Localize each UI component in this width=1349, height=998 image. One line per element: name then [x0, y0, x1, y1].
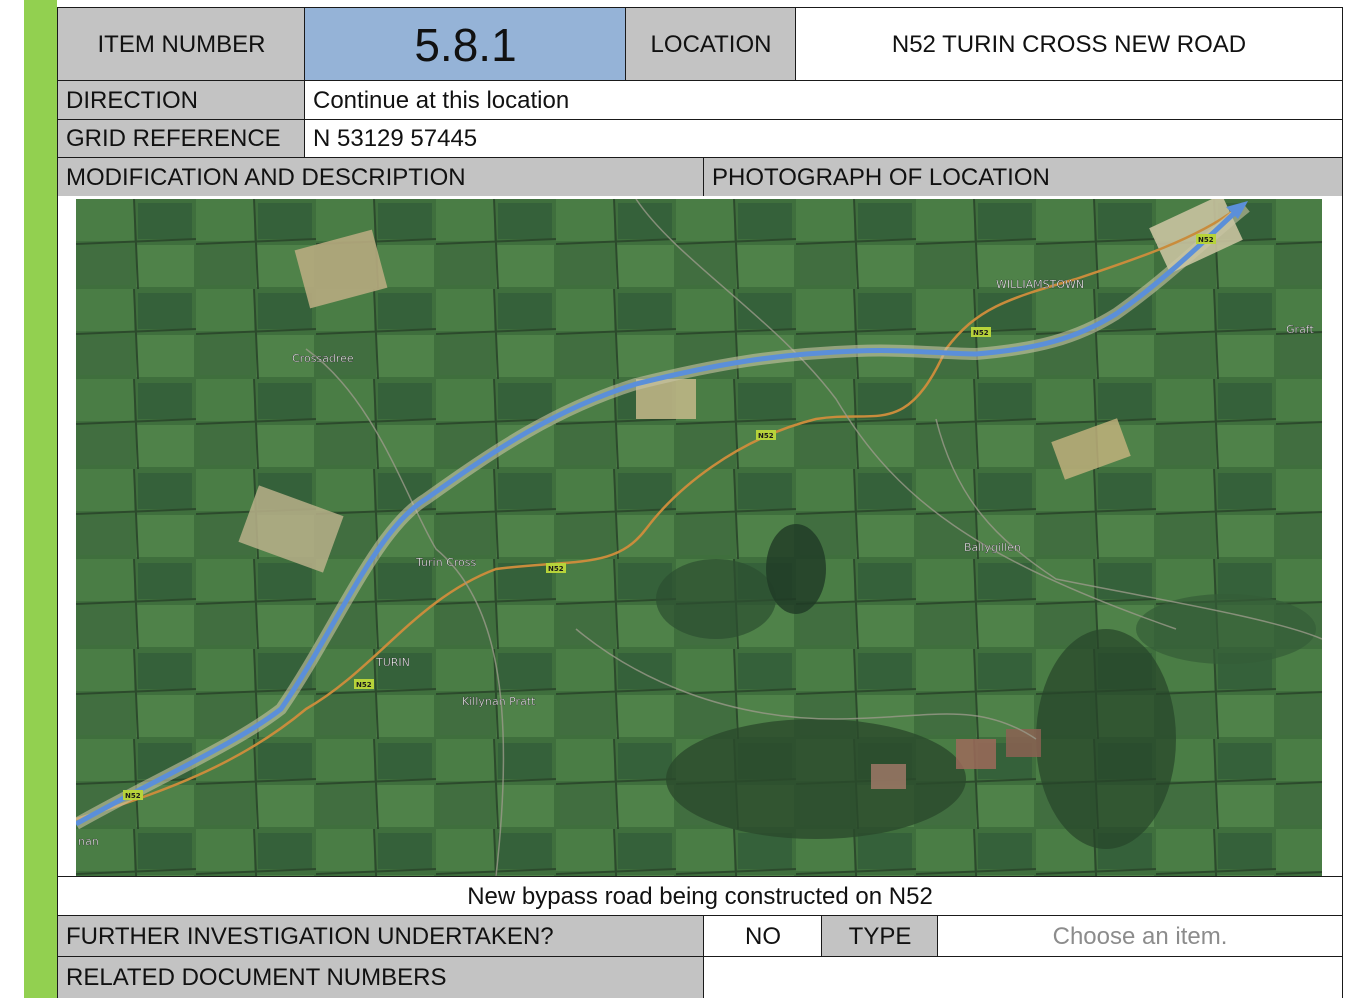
type-label: TYPE — [821, 915, 939, 958]
bypass-route-line — [76, 205, 1243, 827]
item-number-value: 5.8.1 — [304, 7, 627, 82]
road-shield: N52 — [354, 679, 374, 689]
location-label: LOCATION — [625, 7, 797, 82]
location-value: N52 TURIN CROSS NEW ROAD — [795, 7, 1343, 82]
related-documents-value[interactable] — [703, 956, 1343, 998]
margin-accent-bar — [24, 0, 57, 998]
photograph-of-location-header: PHOTOGRAPH OF LOCATION — [703, 157, 1343, 198]
road-shield: N52 — [546, 563, 566, 573]
road-shield: N52 — [756, 430, 776, 440]
further-investigation-label: FURTHER INVESTIGATION UNDERTAKEN? — [57, 915, 705, 958]
photo-caption: New bypass road being constructed on N52 — [57, 876, 1343, 917]
further-investigation-value: NO — [703, 915, 823, 958]
grid-reference-value: N 53129 57445 — [304, 119, 1343, 159]
related-documents-label: RELATED DOCUMENT NUMBERS — [57, 956, 705, 998]
svg-text:N52: N52 — [1198, 236, 1214, 244]
svg-text:N52: N52 — [125, 792, 141, 800]
road-shield: N52 — [123, 790, 143, 800]
map-label-turin: TURIN — [375, 656, 410, 669]
direction-value: Continue at this location — [304, 80, 1343, 121]
aerial-map-photo: N52 N52 N52 N52 N52 N52 Crossadree WILLI… — [76, 199, 1322, 876]
grid-reference-label: GRID REFERENCE — [57, 119, 306, 159]
svg-text:N52: N52 — [356, 681, 372, 689]
road-shield: N52 — [971, 327, 991, 337]
modification-description-header: MODIFICATION AND DESCRIPTION — [57, 157, 705, 198]
direction-label: DIRECTION — [57, 80, 306, 121]
type-dropdown[interactable]: Choose an item. — [937, 915, 1343, 958]
map-label-ballygillen: Ballygillen — [964, 541, 1021, 554]
svg-text:N52: N52 — [973, 329, 989, 337]
svg-text:N52: N52 — [548, 565, 564, 573]
road-shield: N52 — [1196, 234, 1216, 244]
map-label-crossadree: Crossadree — [292, 352, 354, 365]
route-arrowhead — [1226, 201, 1248, 219]
map-label-killynan-pratt: Killynan Pratt — [462, 695, 536, 708]
map-label-williamstown: WILLIAMSTOWN — [996, 278, 1084, 291]
map-label-graft: Graft — [1286, 323, 1314, 336]
map-label-turin-cross: Turin Cross — [415, 556, 476, 569]
item-number-label: ITEM NUMBER — [57, 7, 306, 82]
svg-text:N52: N52 — [758, 432, 774, 440]
map-label-nan: nan — [78, 835, 99, 848]
